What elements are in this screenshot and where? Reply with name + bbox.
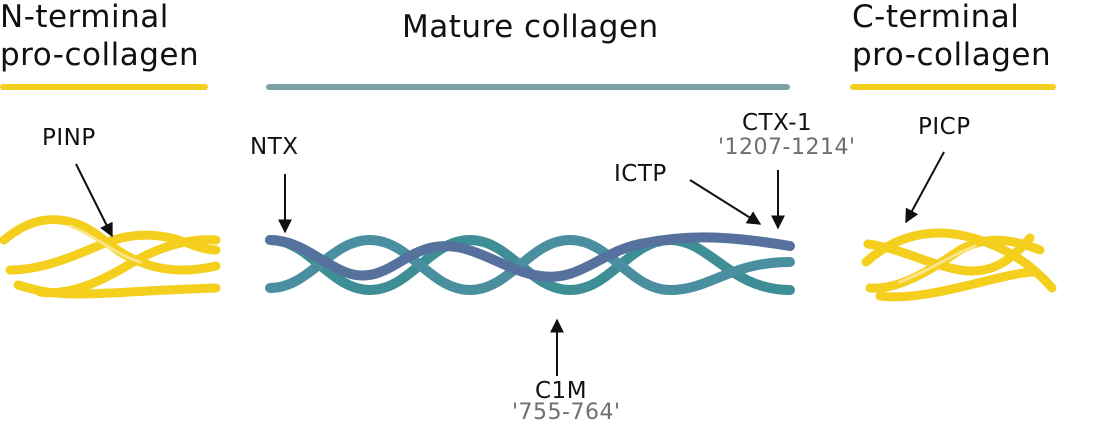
c1m-range-label: '755-764' [512, 400, 621, 425]
c1m-label: C1M [535, 378, 588, 404]
pinp-label: PINP [42, 125, 96, 151]
c-terminal-heading-line2: pro-collagen [852, 37, 1052, 73]
ictp-arrow [689, 179, 762, 225]
ictp-label: ICTP [614, 161, 667, 187]
picp-arrow [905, 151, 945, 224]
n-terminal-heading-line2: pro-collagen [0, 37, 200, 73]
c-strand-3 [861, 228, 1057, 293]
n-terminal-heading-line1: N-terminal [0, 0, 169, 35]
pinp-arrow [75, 163, 113, 238]
c-terminal-heading-line1: C-terminal [852, 0, 1020, 35]
n-strand-highlight [68, 224, 142, 264]
n-terminal-bar [0, 84, 208, 90]
marker-arrows [75, 151, 945, 376]
picp-label: PICP [918, 114, 971, 140]
c-strand-4 [875, 267, 1040, 302]
c-strand-2 [865, 235, 1045, 293]
ctx1-label: CTX-1 [742, 110, 813, 136]
helix-strand-2 [265, 234, 795, 296]
n-strand-4 [13, 280, 221, 299]
c-strand-highlight [898, 244, 977, 284]
n-strand-2 [5, 230, 221, 275]
c-terminal-propeptide-strands [861, 228, 1057, 302]
ntx-label: NTX [250, 134, 299, 160]
ctx1-range-label: '1207-1214' [718, 135, 856, 160]
mature-collagen-triple-helix [265, 232, 795, 296]
mature-collagen-bar [266, 84, 790, 90]
c-terminal-bar [850, 84, 1056, 90]
helix-strand-3 [265, 232, 795, 282]
mature-collagen-heading: Mature collagen [402, 9, 659, 45]
n-terminal-propeptide-strands [0, 215, 221, 299]
